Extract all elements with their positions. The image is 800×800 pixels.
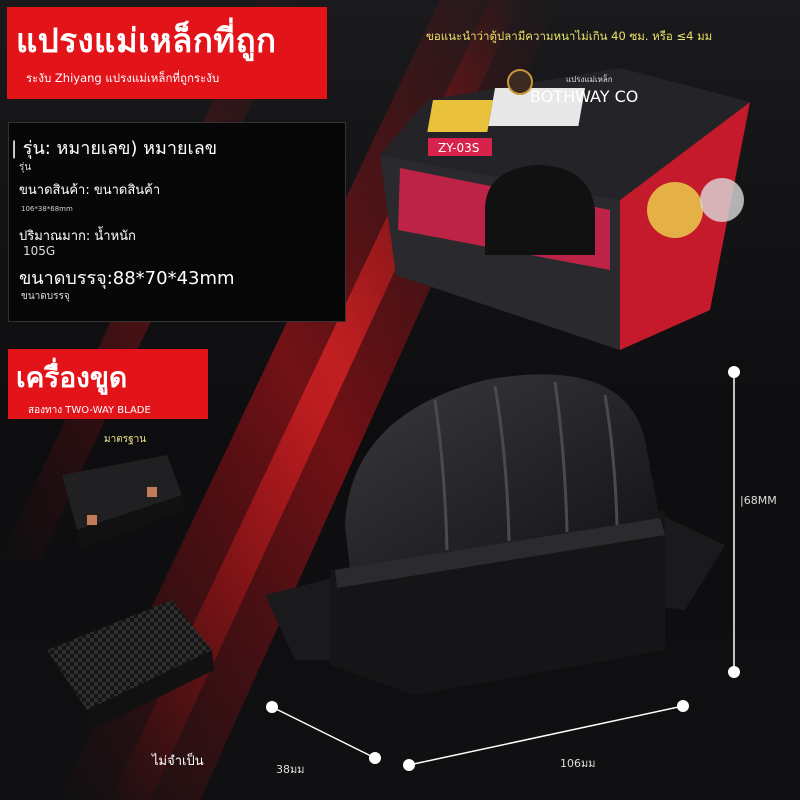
optional-blade-illustration (47, 600, 214, 730)
magnetic-brush-illustration (265, 374, 725, 695)
spec-size-value: 106*38*68mm (21, 205, 73, 213)
page-subtitle: ระงับ Zhiyang แปรงแม่เหล็กที่ถูกระงับ (26, 71, 220, 85)
title-banner (7, 7, 327, 99)
standard-blade-illustration (62, 455, 184, 550)
spec-model: | รุ่น: หมายเลข) หมายเลข (11, 138, 218, 159)
optional-label: ไม่จำเป็น (152, 754, 204, 769)
model-badge-bg (428, 138, 492, 156)
spec-model-sub: รุ่น (19, 162, 32, 173)
spec-package: ขนาดบรรจุ:88*70*43mm (19, 268, 235, 289)
dimension-dot (728, 666, 740, 678)
brand-thai: แปรงแม่เหล็ก (566, 74, 613, 84)
dimension-dot (677, 700, 689, 712)
spec-weight: ปริมาณมาก: น้ำหนัก (19, 229, 136, 244)
brand-name: BOTHWAY CO (530, 87, 638, 106)
width-dimension: 106มม (560, 757, 596, 770)
model-badge: ZY-03S (438, 141, 479, 155)
spec-size: ขนาดสินค้า: ขนาดสินค้า (19, 183, 161, 198)
blade-banner (8, 349, 208, 419)
spec-weight-value: 105G (23, 244, 56, 258)
dimension-dot (266, 701, 278, 713)
dimension-dot (403, 759, 415, 771)
page-title: แปรงแม่เหล็กที่ถูก (16, 21, 277, 60)
standard-label: มาตรฐาน (104, 434, 147, 445)
depth-dimension: 38มม (276, 763, 305, 776)
spec-package-sub: ขนาดบรรจุ (21, 291, 70, 302)
blade-title: เครื่องขูด (16, 361, 128, 394)
blade-subtitle: สองทาง TWO-WAY BLADE (28, 405, 151, 416)
height-dimension: |68MM (740, 494, 777, 507)
spec-panel: | รุ่น: หมายเลข) หมายเลข รุ่น ขนาดสินค้า… (8, 122, 346, 322)
product-box-illustration: ZY-03S BOTHWAY CO แปรงแม่เหล็ก (380, 68, 750, 350)
dimension-dot (728, 366, 740, 378)
brand-logo-icon (507, 69, 533, 95)
thickness-advice: ขอแนะนำว่าตู้ปลามีความหนาไม่เกิน 40 ซม. … (426, 29, 713, 43)
dimension-dot (369, 752, 381, 764)
